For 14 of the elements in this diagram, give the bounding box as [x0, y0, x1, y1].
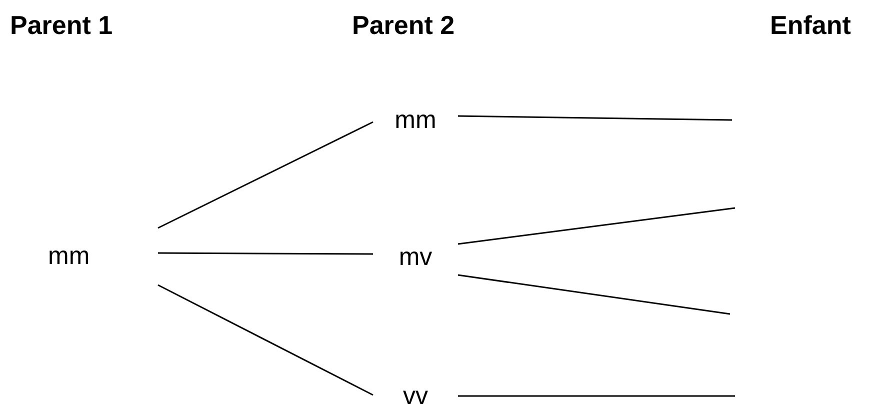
- connector-line: [158, 121, 374, 229]
- connector-line: [158, 284, 374, 396]
- connector-line: [458, 274, 730, 315]
- connector-line: [458, 115, 732, 121]
- connector-line: [158, 252, 373, 255]
- connector-line: [458, 207, 736, 245]
- column-heading: Parent 1: [10, 9, 113, 42]
- column-heading: Enfant: [770, 9, 851, 42]
- genotype-label: vv: [403, 381, 428, 411]
- genotype-label: mv: [398, 242, 432, 272]
- genotype-label: mm: [394, 105, 436, 135]
- genotype-label: mm: [48, 241, 90, 271]
- column-heading: Parent 2: [352, 9, 455, 42]
- connector-line: [458, 395, 735, 397]
